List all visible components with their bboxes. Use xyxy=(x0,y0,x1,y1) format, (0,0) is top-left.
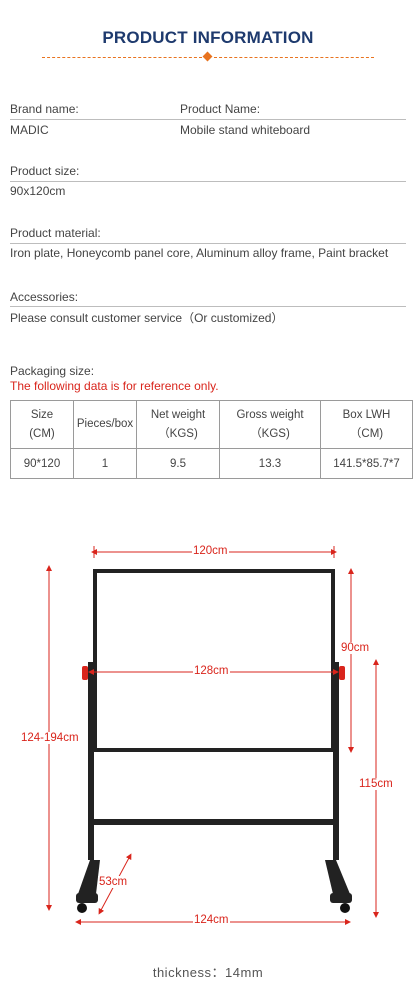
dimension-height-total: 124-194cm xyxy=(20,732,80,744)
right-knob-icon xyxy=(339,666,345,680)
table-row: 90*120 1 9.5 13.3 141.5*85.7*7 xyxy=(10,448,413,479)
left-post xyxy=(88,662,94,860)
packaging-size-label: Packaging size: xyxy=(10,364,95,378)
table-header-cell: Net weight（KGS) xyxy=(136,400,220,449)
wheel-icon xyxy=(340,903,350,913)
divider xyxy=(10,306,406,307)
table-header-cell: Size(CM) xyxy=(10,400,74,449)
table-header-cell: Pieces/box xyxy=(73,400,137,449)
accessories-label: Accessories: xyxy=(10,290,79,304)
dimension-height-stand: 115cm xyxy=(358,778,394,790)
header-divider-right xyxy=(214,57,374,58)
product-size-label: Product size: xyxy=(10,164,80,178)
wheel-icon xyxy=(77,903,87,913)
table-cell: 13.3 xyxy=(219,448,321,479)
table-cell: 1 xyxy=(73,448,137,479)
packaging-table: Size(CM) Pieces/box Net weight（KGS) Gros… xyxy=(10,400,413,479)
header-diamond-icon xyxy=(202,51,213,62)
table-header-cell: Gross weight（KGS) xyxy=(219,400,321,449)
whiteboard-panel xyxy=(93,569,335,752)
dimension-depth-base: 53cm xyxy=(98,876,129,888)
dimension-width-board: 120cm xyxy=(192,545,229,557)
left-knob-icon xyxy=(82,666,88,680)
brand-label: Brand name: xyxy=(10,102,79,116)
thickness-text: thickness：14mm xyxy=(152,965,264,980)
right-post xyxy=(333,662,339,860)
divider xyxy=(10,181,406,182)
left-foot xyxy=(78,860,100,894)
divider xyxy=(10,243,406,244)
header-divider-left xyxy=(42,57,202,58)
product-name-value: Mobile stand whiteboard xyxy=(180,123,311,137)
product-name-label: Product Name: xyxy=(180,102,261,116)
product-size-value: 90x120cm xyxy=(10,184,66,198)
accessories-value: Please consult customer service（Or custo… xyxy=(10,311,284,325)
dimension-height-board: 90cm xyxy=(340,642,371,654)
table-header-row: Size(CM) Pieces/box Net weight（KGS) Gros… xyxy=(10,400,413,449)
dimension-width-inner: 128cm xyxy=(193,665,230,677)
brand-value: MADIC xyxy=(10,123,49,137)
right-foot xyxy=(325,860,350,894)
product-material-value: Iron plate, Honeycomb panel core, Alumin… xyxy=(10,246,389,260)
whiteboard-diagram xyxy=(46,546,379,925)
table-cell: 141.5*85.7*7 xyxy=(320,448,413,479)
page-title: PRODUCT INFORMATION xyxy=(102,28,314,47)
table-cell: 9.5 xyxy=(136,448,220,479)
lower-crossbar xyxy=(94,819,333,825)
table-cell: 90*120 xyxy=(10,448,74,479)
dimension-width-base: 124cm xyxy=(193,914,230,926)
divider xyxy=(10,119,406,120)
reference-note: The following data is for reference only… xyxy=(10,379,219,393)
table-header-cell: Box LWH（CM) xyxy=(320,400,413,449)
product-material-label: Product material: xyxy=(10,226,101,240)
